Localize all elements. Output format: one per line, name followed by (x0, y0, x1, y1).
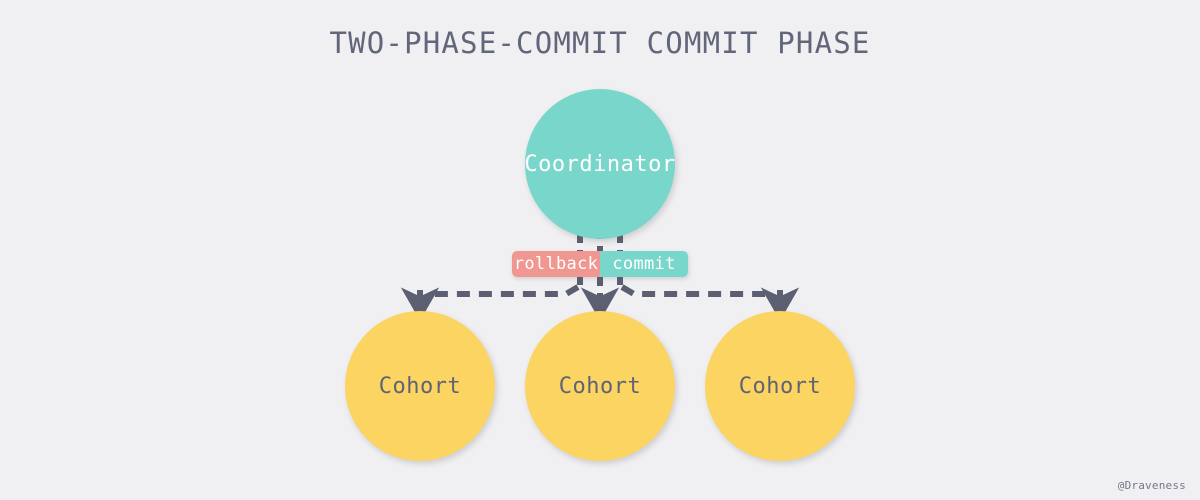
node-cohort-center[interactable]: Cohort (525, 311, 675, 461)
edge-line-left (426, 284, 580, 297)
decision-option-rollback[interactable]: rollback (512, 251, 600, 277)
node-cohort-left-label: Cohort (378, 373, 462, 399)
decision-option-rollback-label: rollback (513, 254, 599, 274)
node-coordinator[interactable]: Coordinator (524, 89, 676, 239)
watermark: @Draveness (1117, 479, 1186, 492)
node-cohort-left[interactable]: Cohort (345, 311, 495, 461)
decision-option-commit[interactable]: commit (600, 251, 688, 277)
edge-stems-lower (577, 277, 623, 285)
page-title: TWO-PHASE-COMMIT COMMIT PHASE (329, 26, 871, 60)
decision-option-commit-label: commit (612, 254, 676, 274)
node-coordinator-label: Coordinator (524, 151, 676, 177)
node-cohort-right[interactable]: Cohort (705, 311, 855, 461)
edge-coordinator-to-cohort-left (400, 284, 580, 322)
node-cohort-right-label: Cohort (738, 373, 822, 399)
edge-coordinator-to-cohort-right (620, 284, 800, 322)
decision-box: rollback commit (512, 251, 688, 277)
edge-line-right (620, 284, 774, 297)
node-cohort-center-label: Cohort (558, 373, 642, 399)
